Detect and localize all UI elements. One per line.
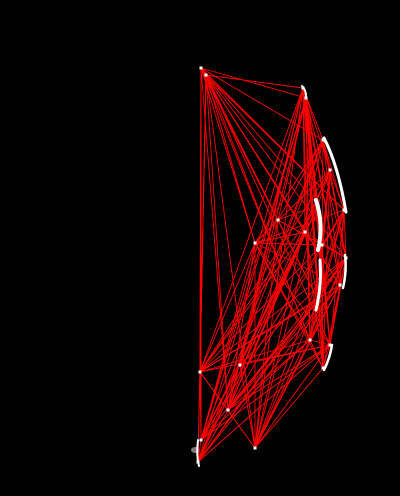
graph-edge: [197, 299, 319, 463]
graph-edge: [197, 364, 241, 463]
graph-edge: [200, 67, 229, 411]
graph-node: [226, 408, 230, 412]
graph-edge: [322, 344, 331, 369]
graph-edge: [322, 139, 345, 211]
graph-edge: [277, 204, 319, 221]
graph-edge: [200, 67, 307, 99]
graph-edge: [343, 209, 347, 259]
highlight-arc-layer: [196, 85, 348, 467]
graph-node: [276, 218, 280, 222]
graph-edge: [197, 97, 307, 463]
graph-node: [198, 370, 202, 374]
graph-edge: [197, 231, 306, 463]
graph-edge: [199, 231, 306, 373]
graph-edge: [254, 339, 311, 449]
highlight-arc: [341, 253, 347, 290]
graph-edge: [239, 344, 331, 366]
graph-edge: [197, 139, 324, 463]
graph-node: [303, 230, 307, 234]
highlight-arc: [314, 198, 323, 252]
graph-node: [328, 168, 332, 172]
graph-edge: [200, 242, 256, 441]
graph-edge: [309, 209, 345, 341]
graph-edge: [200, 344, 331, 441]
graph-edge: [254, 139, 324, 449]
graph-edge: [199, 299, 319, 373]
graph-node: [304, 96, 308, 100]
graph-edge: [205, 74, 311, 341]
graph-edge: [200, 67, 256, 244]
graph-edge: [199, 87, 304, 373]
graph-edge: [227, 87, 304, 411]
graph-edge: [321, 244, 331, 346]
graph-node: [253, 446, 257, 450]
graph-edge: [199, 242, 256, 373]
graph-edge: [254, 209, 345, 244]
graph-edge: [200, 364, 241, 441]
graph-node: [321, 366, 325, 370]
graph-edge: [329, 284, 341, 346]
graph-edge: [302, 87, 331, 171]
graph-node: [328, 343, 332, 347]
graph-edge: [254, 219, 279, 244]
graph-node: [238, 363, 242, 367]
graph-edge: [329, 169, 345, 211]
graph-edge: [199, 204, 319, 373]
graph-edge: [239, 364, 256, 449]
graph-edge: [254, 242, 323, 246]
graph-edge: [197, 371, 201, 463]
graph-edge: [205, 74, 345, 211]
graph-edge: [227, 344, 331, 411]
graph-edge: [205, 74, 319, 301]
graph-edge: [329, 169, 347, 259]
highlight-arc: [196, 439, 200, 467]
graph-edge: [227, 139, 324, 411]
graph-edge: [277, 219, 347, 259]
graph-node: [253, 241, 257, 245]
graph-node: [320, 243, 324, 247]
graph-edge: [254, 367, 324, 449]
graph-edge: [339, 209, 345, 286]
graph-node: [199, 438, 203, 442]
graph-edge: [309, 339, 331, 346]
highlight-arc: [314, 258, 322, 312]
graph-node: [204, 73, 208, 77]
graph-edge: [200, 339, 311, 441]
graph-edge: [254, 299, 319, 449]
graph-edge: [205, 74, 256, 244]
graph-edge: [200, 67, 324, 141]
graph-edge: [200, 97, 307, 441]
graph-edge: [227, 97, 307, 411]
graph-edge: [197, 344, 331, 463]
graph-edge: [205, 74, 304, 89]
highlight-arc: [322, 343, 334, 372]
graph-edge: [197, 284, 341, 463]
graph-edge: [200, 67, 319, 206]
graph-edge: [200, 231, 306, 441]
graph-edge: [199, 339, 311, 373]
graph-edge: [254, 209, 345, 449]
graph-node: [308, 338, 312, 342]
edge-layer: [197, 67, 347, 463]
graph-node: [199, 66, 203, 70]
graph-edge: [277, 139, 324, 221]
graph-node: [321, 138, 325, 142]
graph-edge: [254, 231, 306, 244]
graph-edge: [205, 74, 347, 259]
graph-edge: [304, 231, 324, 369]
graph-edge: [227, 299, 319, 411]
graph-node: [338, 283, 342, 287]
highlight-arc: [301, 85, 307, 97]
graph-node: [342, 208, 346, 212]
highlight-arc: [322, 136, 348, 214]
graph-edge: [239, 219, 279, 366]
graph-edge: [254, 257, 347, 449]
graph-edge: [254, 219, 279, 449]
graph-edge: [254, 139, 324, 244]
graph-edge: [239, 257, 347, 366]
graph-edge: [322, 139, 341, 286]
graph-edge: [254, 344, 331, 449]
